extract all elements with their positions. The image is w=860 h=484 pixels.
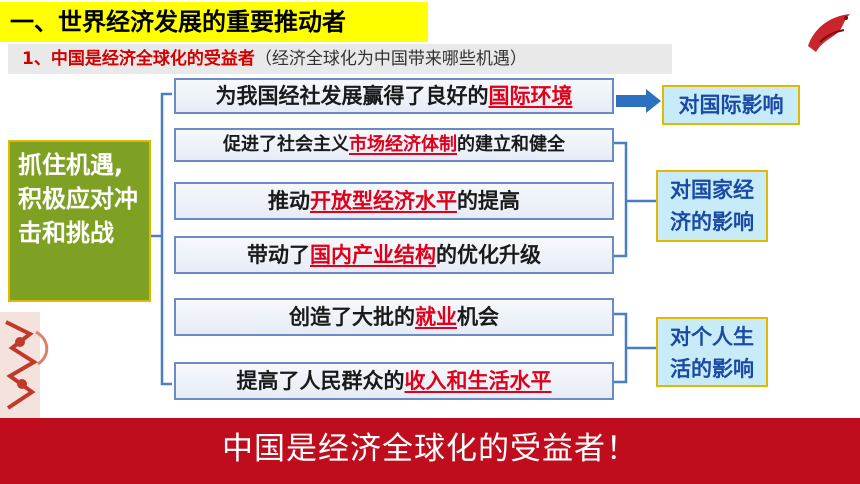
- page-title: 一、世界经济发展的重要推动者: [0, 2, 428, 42]
- subtitle-question: （经济全球化为中国带来哪些机遇）: [254, 49, 527, 69]
- benefit-item-3: 推动开放型经济水平的提高: [174, 182, 614, 220]
- benefit-item-5: 创造了大批的就业机会: [174, 298, 614, 336]
- impact-personal: 对个人生活的影响: [656, 317, 768, 387]
- conclusion-banner: 中国是经济全球化的受益者！: [0, 418, 860, 484]
- subtitle-label: 1、中国是经济全球化的受益者: [22, 49, 255, 69]
- impact-international: 对国际影响: [662, 85, 800, 125]
- impact-national: 对国家经济的影响: [656, 170, 768, 242]
- benefit-item-2: 促进了社会主义市场经济体制的建立和健全: [174, 128, 614, 162]
- benefit-item-6: 提高了人民群众的收入和生活水平: [174, 362, 614, 400]
- subtitle-bar: 1、中国是经济全球化的受益者（经济全球化为中国带来哪些机遇）: [8, 44, 672, 74]
- arrow-right-icon: [616, 89, 661, 113]
- benefit-item-1: 为我国经社发展赢得了良好的国际环境: [174, 78, 614, 114]
- decorative-bird-icon: [808, 14, 850, 52]
- benefit-item-4: 带动了国内产业结构的优化升级: [174, 236, 614, 274]
- strategy-box: 抓住机遇,积极应对冲击和挑战: [8, 140, 151, 302]
- decorative-paper-cut-icon: [0, 312, 49, 418]
